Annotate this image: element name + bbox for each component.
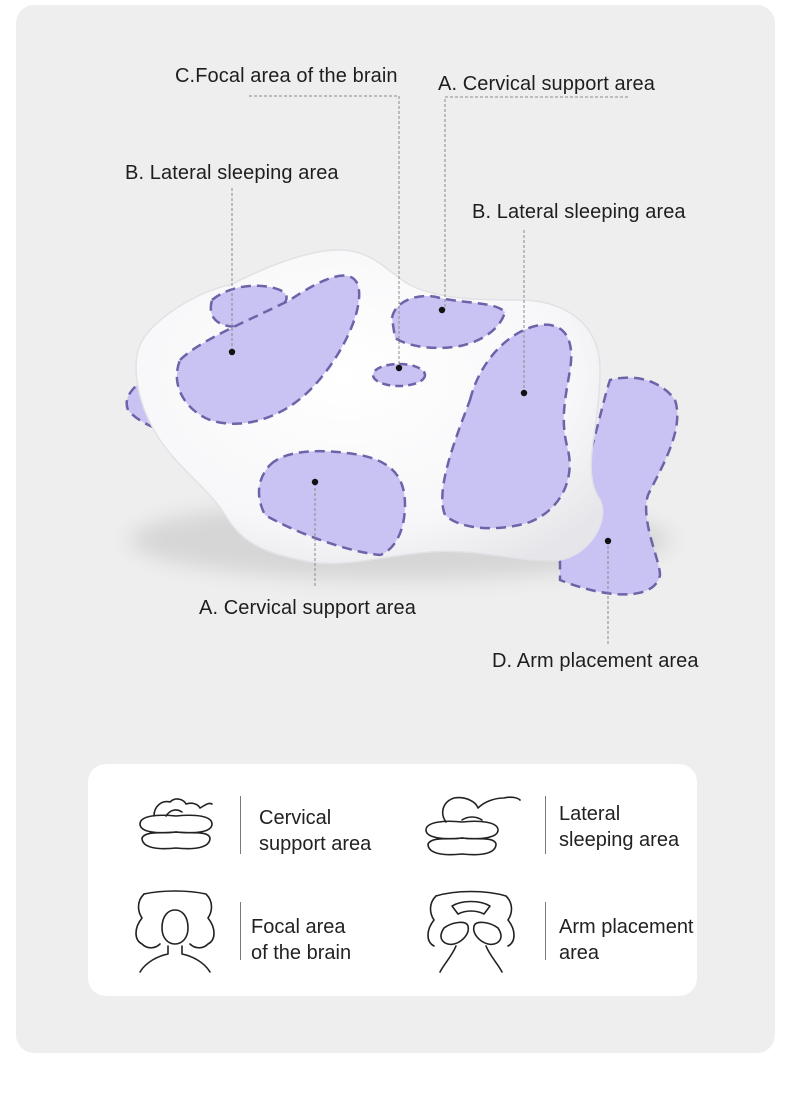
zone-lateral-left (175, 274, 361, 425)
focal-brain-icon (135, 890, 215, 973)
legend-separator (240, 796, 241, 854)
callout-focal-brain: C.Focal area of the brain (175, 65, 398, 87)
callout-lateral-right: B. Lateral sleeping area (472, 201, 686, 223)
callout-lateral-left: B. Lateral sleeping area (125, 162, 339, 184)
callout-cervical-top: A. Cervical support area (438, 73, 655, 95)
legend-separator (545, 902, 546, 960)
pillow-diagram (125, 95, 679, 645)
zone-lateral-left-back (209, 284, 288, 328)
cervical-support-icon (139, 798, 213, 850)
zone-cervical-bottom (257, 449, 407, 557)
zone-cervical-top (390, 294, 507, 350)
callout-cervical-bottom: A. Cervical support area (199, 597, 416, 619)
legend-separator (545, 796, 546, 854)
zone-lateral-right (441, 323, 573, 530)
legend-separator (240, 902, 241, 960)
anchor-dots (228, 306, 612, 545)
leader-lines (231, 95, 628, 645)
zone-focal-brain (371, 362, 427, 388)
lateral-sleeping-icon (425, 796, 521, 856)
callout-arm: D. Arm placement area (492, 650, 699, 672)
arm-placement-icon (427, 890, 515, 973)
